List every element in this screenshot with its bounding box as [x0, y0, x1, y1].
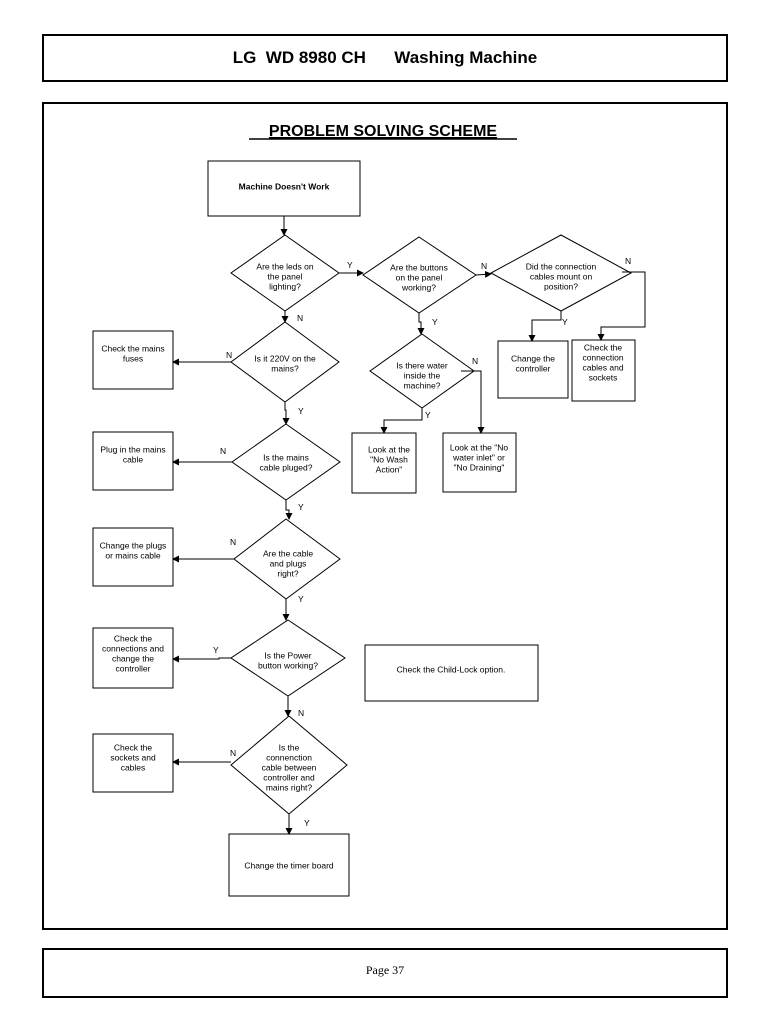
label-power-y: Y — [213, 645, 219, 655]
node-text-d-conn: mains right? — [266, 782, 313, 792]
label-plugs-y: Y — [298, 594, 304, 604]
node-text-d-plug: cable pluged? — [260, 462, 313, 472]
label-220v-n: N — [226, 350, 232, 360]
node-text-d-cables: Did the connection — [526, 261, 597, 271]
node-text-check-sockets: sockets and — [110, 752, 156, 762]
node-text-d-cables: position? — [544, 281, 578, 291]
check-sockets-box — [92, 733, 174, 793]
node-text-d-power: Is the Power — [264, 650, 311, 660]
node-text-fuses: fuses — [123, 353, 143, 363]
node-text-check-connections: connections and — [102, 643, 164, 653]
edge-labels: Y N N Y N Y N Y N Y N Y N Y Y N N Y — [213, 256, 631, 828]
node-text-d-conn: Is the — [279, 742, 300, 752]
node-text-check-connections: controller — [116, 663, 151, 673]
document-title: LG WD 8980 CH Washing Machine — [232, 48, 538, 67]
node-text-d-plugs: right? — [277, 568, 299, 578]
plug-in-box — [92, 431, 174, 491]
label-buttons-y: Y — [432, 317, 438, 327]
no-water-inlet-box — [442, 432, 517, 493]
node-text-no-wash: "No Wash — [370, 454, 408, 464]
node-text-change-plugs: or mains cable — [105, 550, 161, 560]
node-text-check-conn-cables: Check the — [584, 342, 623, 352]
node-text-d-water: inside the — [404, 370, 441, 380]
label-conn-n: N — [230, 748, 236, 758]
label-power-n: N — [298, 708, 304, 718]
node-text-change-controller: Change the — [511, 353, 555, 363]
label-cables-n: N — [625, 256, 631, 266]
node-text-d-buttons: on the panel — [396, 272, 443, 282]
label-water-n: N — [472, 356, 478, 366]
check-connections-box — [92, 627, 174, 689]
node-text-d-220: Is it 220V on the — [254, 353, 316, 363]
node-text-d-plugs: Are the cable — [263, 548, 313, 558]
label-conn-y: Y — [304, 818, 310, 828]
node-text-change-plugs: Change the plugs — [100, 540, 167, 550]
label-220v-y: Y — [298, 406, 304, 416]
diagram-panel — [42, 102, 728, 930]
node-text-check-sockets: cables — [121, 762, 146, 772]
page-number: Page 37 — [365, 963, 405, 977]
diagram-title: PROBLEM SOLVING SCHEME — [269, 123, 497, 140]
node-text-d-conn: cable between — [262, 762, 317, 772]
node-text-d-power: button working? — [258, 660, 318, 670]
node-text-no-wash: Action" — [376, 464, 403, 474]
label-leds-y: Y — [347, 260, 353, 270]
node-text-check-connections: Check the — [114, 633, 153, 643]
node-text-d-conn: connenction — [266, 752, 312, 762]
node-text-check-conn-cables: cables and — [582, 362, 623, 372]
header-box: LG WD 8980 CH Washing Machine — [42, 34, 728, 82]
node-text-plug-in: Plug in the mains — [100, 444, 165, 454]
label-plug-n: N — [220, 446, 226, 456]
label-buttons-n: N — [481, 261, 487, 271]
timer-board-box — [228, 833, 350, 897]
node-text-child-lock: Check the Child-Lock option. — [397, 664, 506, 674]
node-text-no-wash: Look at the — [368, 444, 410, 454]
start-box — [207, 160, 361, 217]
label-leds-n: N — [297, 313, 303, 323]
node-text-d-water: Is there water — [396, 360, 448, 370]
node-text-check-sockets: Check the — [114, 742, 153, 752]
node-text-check-conn-cables: connection — [582, 352, 623, 362]
node-text-check-conn-cables: sockets — [589, 372, 618, 382]
node-text-d-buttons: working? — [401, 282, 436, 292]
node-text-no-water: Look at the "No — [450, 442, 509, 452]
node-text-d-220: mains? — [271, 363, 299, 373]
node-text-plug-in: cable — [123, 454, 144, 464]
node-text-timer: Change the timer board — [244, 860, 334, 870]
label-plugs-n: N — [230, 537, 236, 547]
footer-box: Page 37 — [42, 948, 728, 998]
node-text-d-leds: the panel — [268, 271, 303, 281]
node-text-d-plugs: and plugs — [270, 558, 307, 568]
node-text-change-controller: controller — [516, 363, 551, 373]
child-lock-box — [364, 644, 539, 702]
label-cables-y: Y — [562, 317, 568, 327]
node-text-fuses: Check the mains — [101, 343, 164, 353]
label-plug-y: Y — [298, 502, 304, 512]
node-text-d-buttons: Are the buttons — [390, 262, 448, 272]
node-text-d-leds: Are the leds on — [256, 261, 313, 271]
node-text-no-water: "No Draining" — [454, 462, 505, 472]
node-text-check-connections: change the — [112, 653, 154, 663]
node-text-no-water: water inlet" or — [452, 452, 505, 462]
node-text-d-cables: cables mount on — [530, 271, 593, 281]
node-text-d-plug: Is the mains — [263, 452, 309, 462]
node-text-d-conn: controller and — [263, 772, 315, 782]
node-text-d-water: machine? — [404, 380, 441, 390]
node-text-start: Machine Doesn't Work — [239, 181, 330, 191]
node-text-d-leds: lighting? — [269, 281, 301, 291]
label-water-y: Y — [425, 410, 431, 420]
connectors — [172, 216, 646, 835]
